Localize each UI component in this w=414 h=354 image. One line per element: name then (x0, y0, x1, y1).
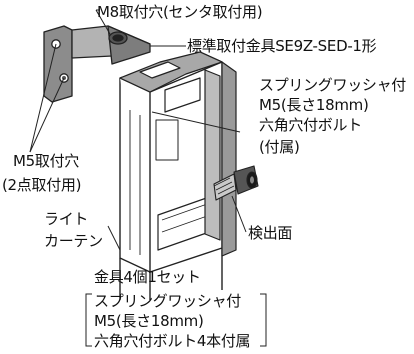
detect-face-label: 検出面 (248, 224, 293, 242)
set-line-2: M5(長さ18mm) (94, 312, 204, 330)
m8-hole-label: M8取付穴(センタ取付用) (97, 3, 263, 21)
bolt-label-line2: M5(長さ18mm) (259, 96, 369, 114)
m5-hole-label: M5取付穴 (13, 152, 79, 170)
light-curtain-body (119, 51, 223, 300)
light-curtain-label-1: ライト (44, 210, 89, 228)
set-line-3: 六角穴付ボルト4本付属 (94, 332, 251, 350)
leader-lines (29, 9, 247, 251)
hex-socket-bolt (213, 165, 259, 201)
bolt-label-line3: 六角穴付ボルト (259, 116, 362, 134)
standard-bracket (43, 25, 151, 103)
set-line-1: スプリングワッシャ付 (94, 292, 242, 310)
set-bracket (85, 293, 267, 347)
bolt-included-label: (付属) (259, 138, 300, 156)
two-point-label: (2点取付用) (2, 176, 82, 194)
bracket-label: 標準取付金具SE9Z-SED-1形 (187, 37, 377, 55)
set-title-label: 金具4個1セット (94, 268, 201, 286)
mounting-bracket-rear (199, 51, 237, 257)
bolt-label-line1: スプリングワッシャ付 (259, 76, 407, 94)
light-curtain-label-2: カーテン (44, 232, 103, 250)
top-bracket (119, 51, 223, 113)
